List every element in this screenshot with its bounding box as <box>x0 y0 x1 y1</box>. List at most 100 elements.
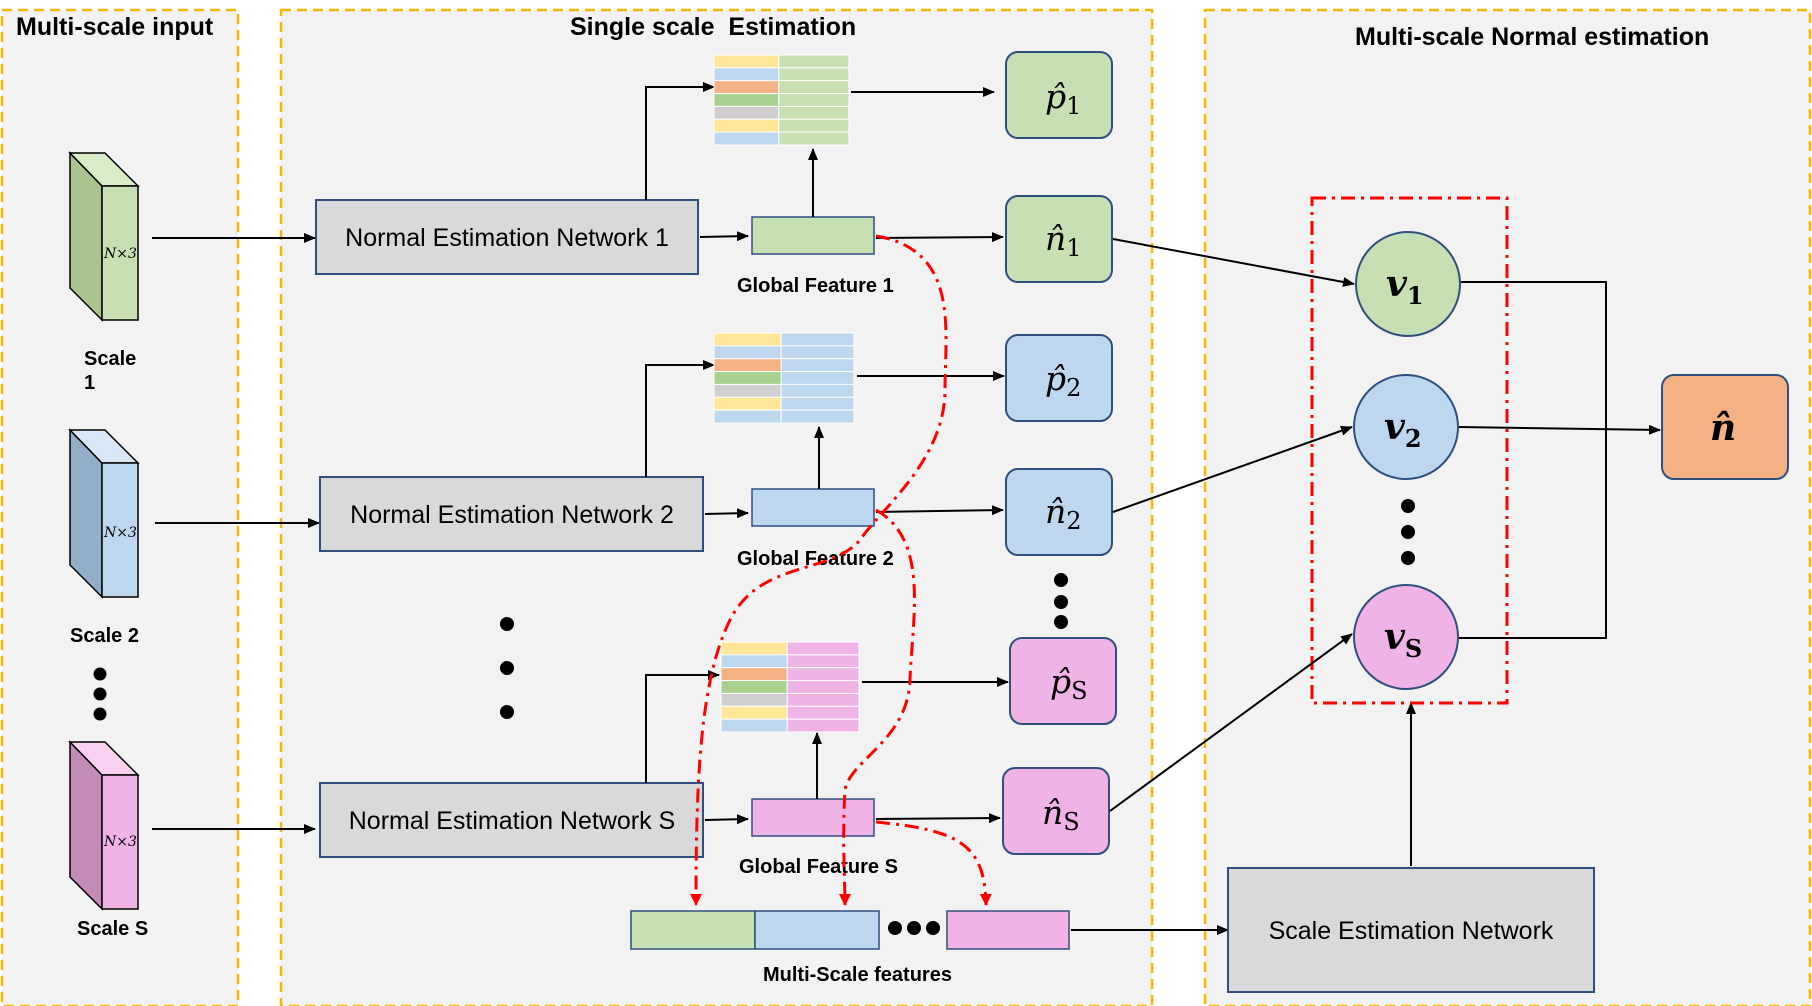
table-row-cell <box>713 131 780 146</box>
global-feature-1-box <box>751 216 875 255</box>
table-row-cell <box>713 358 782 373</box>
table-row-cell <box>713 371 782 385</box>
svg-text:n̂2: n̂2 <box>1045 492 1082 535</box>
output-n-2: n̂2 <box>1005 468 1113 556</box>
weight-dots <box>1401 499 1415 565</box>
table-row-cell <box>713 332 782 347</box>
normal-estimation-network-s: Normal Estimation Network S <box>319 782 704 858</box>
global-feature-2-label: Global Feature 2 <box>737 548 894 570</box>
table-feature-cell <box>778 80 850 95</box>
table-row-cell <box>713 93 780 107</box>
network-dots <box>500 617 514 719</box>
svg-text:vS: vS <box>1384 616 1422 663</box>
table-row-cell <box>713 105 780 120</box>
svg-text:n̂1: n̂1 <box>1045 219 1082 262</box>
table-row-cell <box>720 718 788 733</box>
table-feature-cell <box>780 345 855 360</box>
table-row-cell <box>720 705 788 720</box>
table-row-cell <box>713 345 782 360</box>
table-row-cell <box>720 680 788 694</box>
output-p-2: p̂2 <box>1005 334 1113 422</box>
multi-scale-features-label: Multi-Scale features <box>763 964 952 986</box>
normal-estimation-network-2: Normal Estimation Network 2 <box>319 476 704 552</box>
table-row-cell <box>713 396 782 411</box>
table-feature-cell <box>778 54 850 69</box>
svg-text:n̂S: n̂S <box>1042 793 1080 836</box>
output-p-s: p̂S <box>1009 637 1117 725</box>
multi-scale-features: Multi-Scale features <box>630 910 1070 986</box>
scale-estimation-network: Scale Estimation Network <box>1227 867 1595 993</box>
table-feature-cell <box>778 67 850 82</box>
table-row-cell <box>713 383 782 398</box>
svg-text:n̂: n̂ <box>1710 407 1736 449</box>
output-n-1: n̂1 <box>1005 195 1113 283</box>
input-cube-scale-2: N×3 <box>68 428 140 599</box>
table-feature-cell <box>786 641 860 656</box>
global-feature-s-label: Global Feature S <box>739 856 898 878</box>
cube-dims-1: N×3 <box>103 246 137 262</box>
network-1-label: Normal Estimation Network 1 <box>345 224 669 252</box>
table-feature-cell <box>786 654 860 669</box>
table-row-cell <box>713 409 782 424</box>
svg-text:p̂1: p̂1 <box>1045 77 1081 120</box>
red-feature-flow <box>690 234 992 906</box>
table-feature-cell <box>786 667 860 682</box>
table-feature-cell <box>786 680 860 694</box>
table-row-cell <box>720 641 788 656</box>
scale-2-label: Scale 2 <box>70 625 139 647</box>
cube-dims-s: N×3 <box>103 834 137 850</box>
point-feature-table-1 <box>713 54 850 146</box>
table-feature-cell <box>778 131 850 146</box>
panel-title-single: Single scale Estimation <box>570 13 856 41</box>
table-feature-cell <box>786 692 860 707</box>
table-row-cell <box>713 54 780 69</box>
point-feature-table-s <box>720 641 860 733</box>
global-feature-s-box <box>751 798 875 837</box>
svg-text:p̂S: p̂S <box>1050 662 1088 705</box>
output-dots <box>1054 573 1068 629</box>
normal-estimation-network-1: Normal Estimation Network 1 <box>315 199 699 275</box>
table-feature-cell <box>780 371 855 385</box>
table-row-cell <box>713 67 780 82</box>
table-feature-cell <box>780 358 855 373</box>
point-feature-table-2 <box>713 332 855 424</box>
weight-v-s: vS <box>1353 584 1459 690</box>
weight-v-2: v2 <box>1353 374 1459 480</box>
table-row-cell <box>720 667 788 682</box>
svg-text:v1: v1 <box>1386 263 1424 310</box>
table-feature-cell <box>780 332 855 347</box>
table-feature-cell <box>786 705 860 720</box>
output-p-1: p̂1 <box>1005 51 1113 139</box>
input-cube-scale-1: N×3 <box>68 151 140 322</box>
table-row-cell <box>720 654 788 669</box>
network-2-label: Normal Estimation Network 2 <box>350 501 674 529</box>
global-feature-1-label: Global Feature 1 <box>737 275 894 297</box>
scale-network-label: Scale Estimation Network <box>1269 917 1554 945</box>
weight-v-1: v1 <box>1355 231 1461 337</box>
final-normal-output: n̂ <box>1661 374 1789 480</box>
input-dots <box>93 667 107 721</box>
network-s-label: Normal Estimation Network S <box>349 807 675 835</box>
weights-group-box <box>1310 196 1509 705</box>
input-cube-scale-s: N×3 <box>68 740 140 911</box>
output-n-s: n̂S <box>1002 767 1110 855</box>
table-feature-cell <box>778 93 850 107</box>
svg-text:v2: v2 <box>1384 406 1422 453</box>
table-feature-cell <box>780 383 855 398</box>
table-feature-cell <box>778 105 850 120</box>
scale-s-label: Scale S <box>77 918 148 940</box>
table-feature-cell <box>786 718 860 733</box>
table-feature-cell <box>780 409 855 424</box>
table-row-cell <box>713 118 780 133</box>
cube-dims-2: N×3 <box>103 525 137 541</box>
table-row-cell <box>713 80 780 95</box>
table-row-cell <box>720 692 788 707</box>
svg-text:p̂2: p̂2 <box>1045 359 1081 402</box>
panel-title-input: Multi-scale input <box>16 13 214 41</box>
global-feature-2-box <box>751 488 875 527</box>
table-feature-cell <box>780 396 855 411</box>
panel-title-multi: Multi-scale Normal estimation <box>1355 23 1709 51</box>
table-feature-cell <box>778 118 850 133</box>
